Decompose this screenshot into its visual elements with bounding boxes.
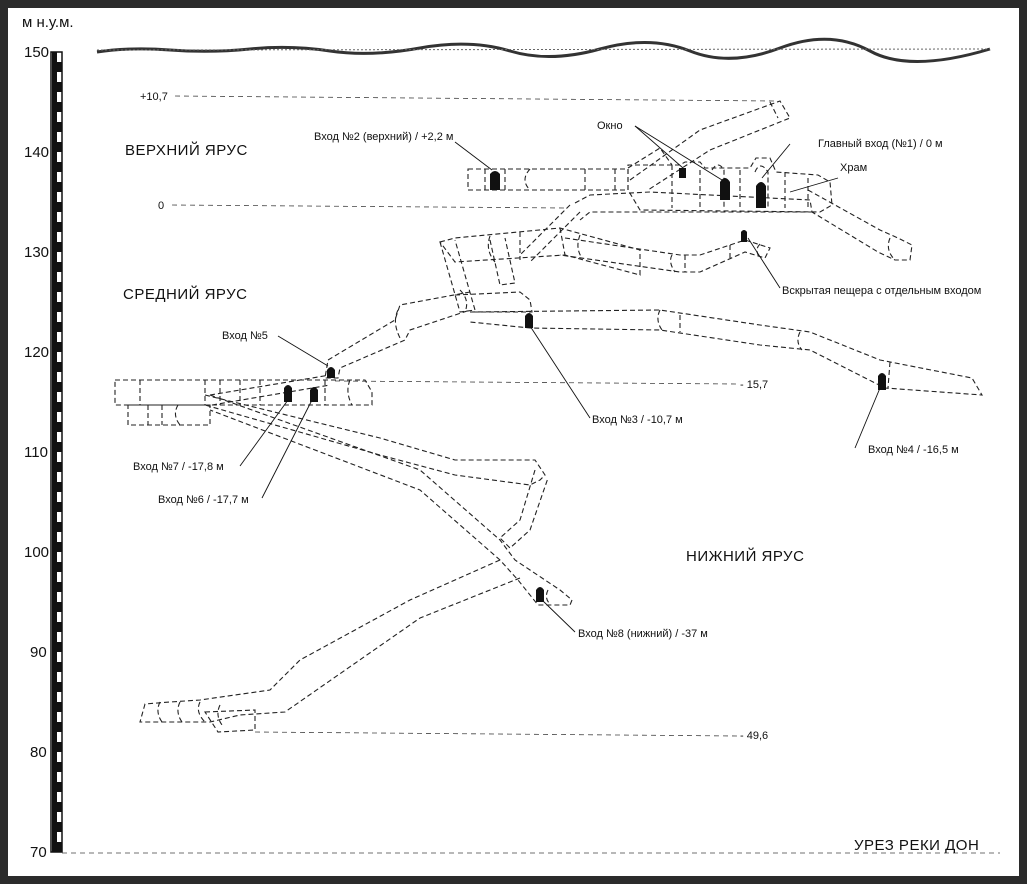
entrance-4-mark [878, 373, 886, 390]
ground-surface [96, 37, 991, 63]
window-mark [720, 178, 730, 200]
main-entrance-mark [756, 182, 766, 208]
tick-90: 90 [30, 644, 47, 661]
entrance-7-label: Вход №7 / -17,8 м [133, 461, 224, 473]
tick-80: 80 [30, 744, 47, 761]
level-top-label: +10,7 [140, 91, 168, 103]
altitude-ticks: 150 140 130 120 110 100 90 80 70 [24, 44, 49, 861]
level-mid-label: - 15,7 [740, 379, 768, 391]
tier-upper-label: ВЕРХНИЙ ЯРУС [125, 141, 248, 159]
entrance-6-label: Вход №6 / -17,7 м [158, 494, 249, 506]
level-mid-line [334, 380, 739, 385]
leader-lines [239, 125, 881, 633]
opened-cave-mark [741, 230, 747, 242]
tier-middle-label: СРЕДНИЙ ЯРУС [123, 285, 247, 303]
entrance-8-label: Вход №8 (нижний) / -37 м [578, 628, 708, 640]
entrance-2-label: Вход №2 (верхний) / +2,2 м [314, 131, 453, 143]
entrance-5-label: Вход №5 [222, 330, 268, 342]
tick-140: 140 [24, 144, 49, 161]
entrances [284, 168, 886, 602]
entrance-3-label: Вход №3 / -10,7 м [592, 414, 683, 426]
entrance-2-mark [490, 171, 500, 190]
entrance-7-mark [284, 385, 292, 402]
entrance-4-label: Вход №4 / -16,5 м [868, 444, 959, 456]
tick-120: 120 [24, 344, 49, 361]
axis-unit-label: м н.у.м. [22, 14, 74, 31]
tick-100: 100 [24, 544, 49, 561]
tick-150: 150 [24, 44, 49, 61]
entrance-5-mark [327, 367, 335, 378]
level-zero-line [171, 204, 566, 209]
level-bottom-label: - 49,6 [740, 730, 768, 742]
cave-passages [114, 100, 984, 733]
opened-cave-label: Вскрытая пещера с отдельным входом [782, 285, 981, 297]
altitude-scale-bar [50, 51, 63, 853]
tier-lower-label: НИЖНИЙ ЯРУС [686, 547, 804, 565]
tick-130: 130 [24, 244, 49, 261]
entrance-6-mark [310, 387, 318, 402]
window-small-mark [679, 168, 686, 178]
window-label: Окно [597, 120, 623, 132]
tick-110: 110 [24, 444, 48, 461]
entrance-3-mark [525, 313, 533, 328]
entrance-8-mark [536, 587, 544, 602]
level-top-line [174, 95, 776, 102]
temple-label: Храм [840, 162, 867, 174]
level-zero-label: 0 [158, 200, 164, 212]
paper [8, 8, 1019, 876]
main-entrance-label: Главный вход (№1) / 0 м [818, 138, 943, 150]
annotations: Вход №2 (верхний) / +2,2 м Окно Главный … [133, 120, 981, 640]
tick-70: 70 [30, 844, 47, 861]
river-label: УРЕЗ РЕКИ ДОН [854, 837, 979, 854]
